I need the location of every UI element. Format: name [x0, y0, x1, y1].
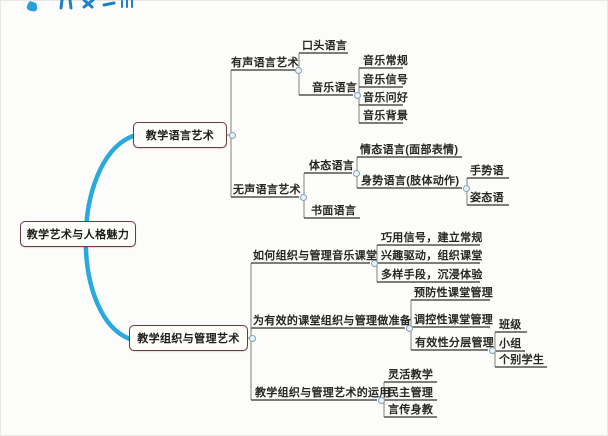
collapse-toggle[interactable] [229, 132, 236, 139]
node-prepare-class-management[interactable]: 为有效的课堂组织与管理做准备 [253, 315, 412, 327]
node-hand-gesture[interactable]: 手势语 [470, 165, 504, 177]
node-underlines [231, 52, 547, 418]
node-class[interactable]: 班级 [499, 319, 522, 331]
node-body-language[interactable]: 体态语言 [309, 160, 355, 172]
node-gesture-language[interactable]: 身势语言(肢体动作) [361, 175, 460, 187]
node-flexible-teaching[interactable]: 灵活教学 [388, 369, 434, 381]
logo-fragment-icon [26, 0, 133, 12]
node-application-org-art[interactable]: 教学组织与管理艺术的运用 [255, 387, 391, 399]
node-signal-routine[interactable]: 巧用信号，建立常规 [381, 232, 483, 244]
node-group[interactable]: 小组 [499, 338, 522, 350]
node-voiced-language[interactable]: 有声语言艺术 [231, 57, 299, 69]
node-individual-student[interactable]: 个别学生 [499, 354, 545, 366]
collapse-toggle[interactable] [371, 260, 378, 267]
node-democratic-management[interactable]: 民主管理 [388, 387, 434, 399]
collapse-toggle[interactable] [300, 194, 307, 201]
node-diverse-means[interactable]: 多样手段，沉浸体验 [381, 269, 483, 281]
node-teaching-language-art[interactable]: 教学语言艺术 [133, 122, 227, 148]
node-expression-language[interactable]: 情态语言(面部表情) [360, 144, 459, 156]
collapse-toggle[interactable] [463, 185, 470, 192]
node-layered-management[interactable]: 有效性分层管理 [415, 337, 495, 349]
collapse-toggle[interactable] [489, 347, 496, 354]
node-how-organize-music-class[interactable]: 如何组织与管理音乐课堂 [253, 250, 378, 262]
collapse-toggle[interactable] [354, 92, 361, 99]
node-teach-by-example[interactable]: 言传身教 [388, 404, 434, 416]
node-oral-language[interactable]: 口头语言 [302, 40, 348, 52]
node-music-signal[interactable]: 音乐信号 [363, 74, 409, 86]
node-regulatory-management[interactable]: 调控性课堂管理 [414, 314, 494, 326]
collapse-toggle[interactable] [249, 335, 256, 342]
collapse-toggle[interactable] [353, 170, 360, 177]
node-written-language[interactable]: 书面语言 [311, 205, 357, 217]
node-music-language[interactable]: 音乐语言 [312, 82, 358, 94]
node-music-greeting[interactable]: 音乐问好 [363, 92, 409, 104]
collapse-toggle[interactable] [406, 325, 413, 332]
collapse-toggle[interactable] [295, 67, 302, 74]
node-music-background[interactable]: 音乐背景 [363, 110, 409, 122]
node-silent-language[interactable]: 无声语言艺术 [233, 184, 301, 196]
node-posture-language[interactable]: 姿态语 [470, 192, 504, 204]
node-preventive-management[interactable]: 预防性课堂管理 [414, 287, 494, 299]
collapse-toggle[interactable] [378, 397, 385, 404]
node-org-management-art[interactable]: 教学组织与管理艺术 [129, 325, 248, 351]
node-music-routine[interactable]: 音乐常规 [363, 55, 409, 67]
node-interest-drive[interactable]: 兴趣驱动，组织课堂 [381, 250, 483, 262]
root-node-teaching-art-charm[interactable]: 教学艺术与人格魅力 [20, 221, 136, 247]
